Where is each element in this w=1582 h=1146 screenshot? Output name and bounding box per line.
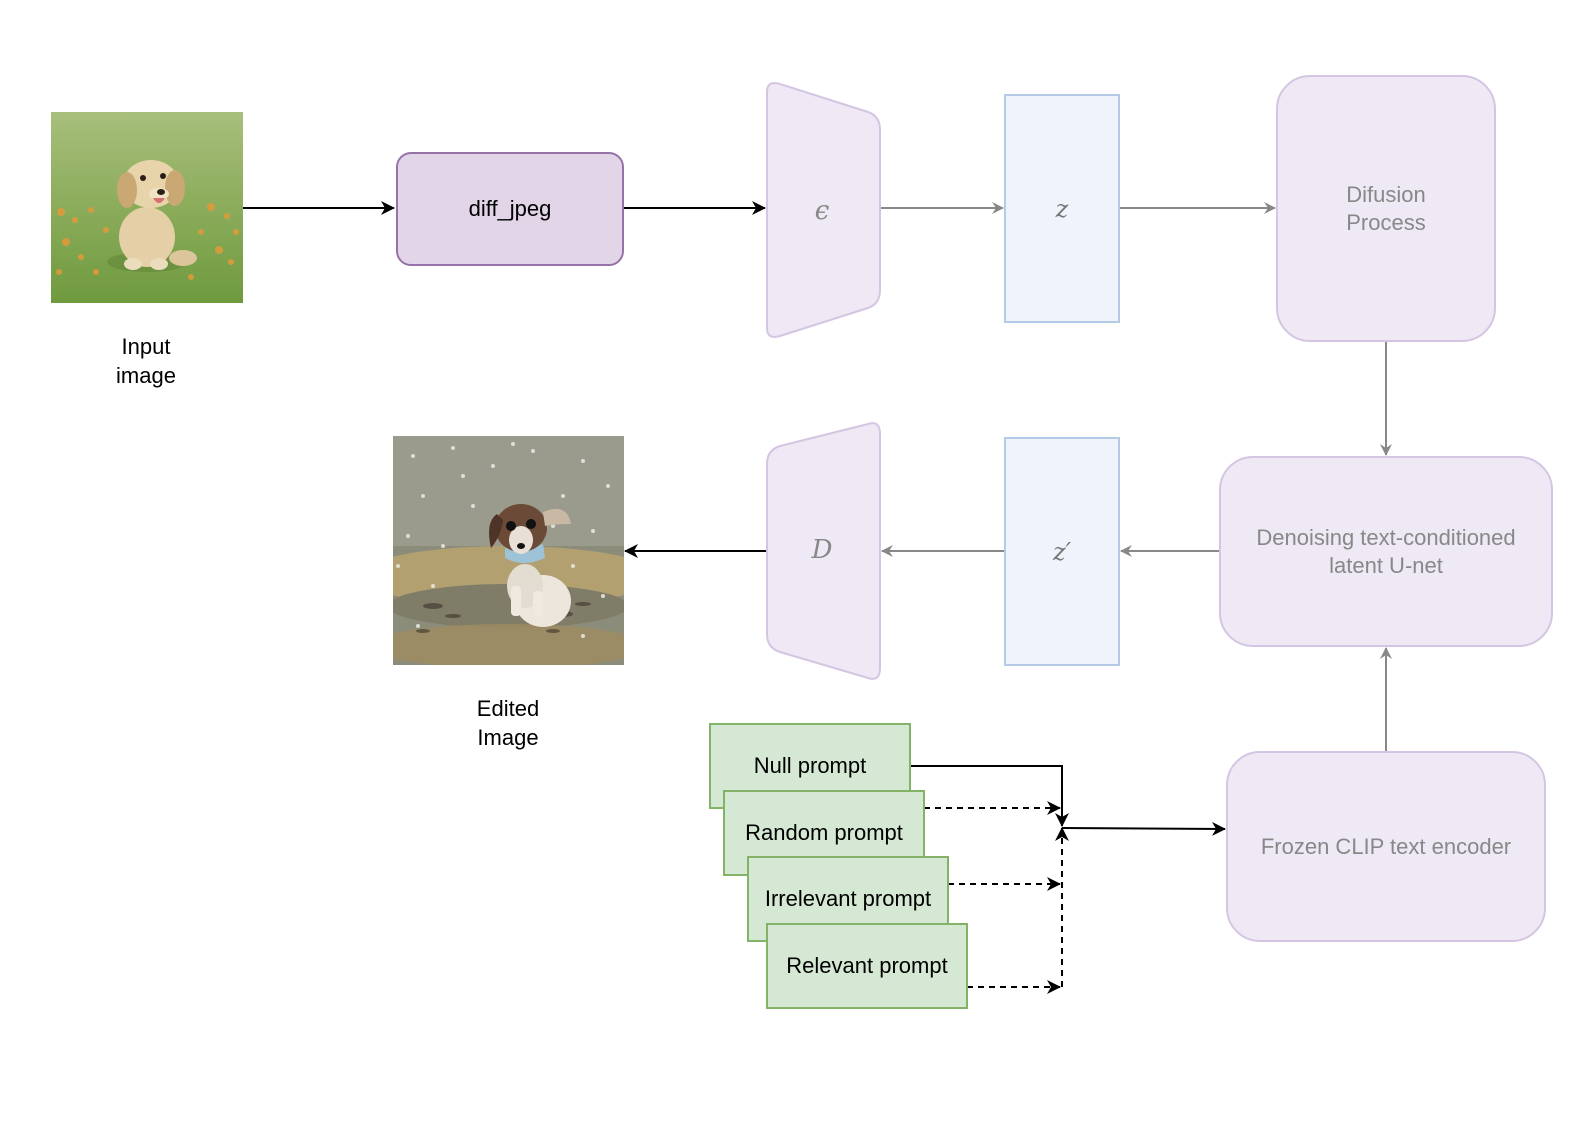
decoder-shape: [766, 422, 881, 680]
diffusion-line2: Process: [1346, 209, 1426, 235]
diff-jpeg-box: diff_jpeg: [396, 152, 624, 266]
diffusion-process-box: Difusion Process: [1276, 75, 1496, 342]
edited-image-caption: Edited Image: [428, 694, 588, 752]
unet-line1: Denoising text-conditioned: [1256, 524, 1516, 550]
latent-z-prime-box: z′: [1004, 437, 1120, 666]
encoder-symbol: ϵ: [814, 196, 830, 226]
latent-z-box: z: [1004, 94, 1120, 323]
edited-image: [393, 436, 624, 665]
encoder-shape: [766, 82, 881, 338]
edited-caption-line1: Edited: [476, 696, 540, 721]
input-image-caption: Input image: [66, 332, 226, 390]
relevant-prompt-card: Relevant prompt: [766, 923, 968, 1009]
input-caption-line2: image: [116, 363, 176, 388]
diffusion-label: Difusion Process: [1346, 181, 1425, 237]
random-prompt-label: Random prompt: [745, 820, 903, 845]
edited-caption-line2: Image: [477, 725, 539, 750]
null-prompt-label: Null prompt: [753, 753, 867, 778]
diffusion-line1: Difusion: [1346, 181, 1426, 207]
clip-label: Frozen CLIP text encoder: [1260, 833, 1512, 859]
arrow-null-prompt: [910, 765, 1069, 827]
input-image: [51, 112, 243, 303]
latent-z-prime-symbol: z′: [1052, 537, 1072, 566]
clip-encoder-box: Frozen CLIP text encoder: [1226, 751, 1546, 942]
input-caption-line1: Input: [121, 334, 171, 359]
latent-z-symbol: z: [1055, 194, 1069, 223]
irrelevant-prompt-label: Irrelevant prompt: [764, 886, 932, 911]
unet-label: Denoising text-conditioned latent U-net: [1256, 524, 1515, 580]
unet-line2: latent U-net: [1329, 552, 1443, 578]
relevant-prompt-label: Relevant prompt: [786, 953, 948, 978]
arrow-merge-to-clip: [1061, 821, 1226, 836]
diff-jpeg-label: diff_jpeg: [468, 196, 552, 221]
decoder-symbol: D: [811, 535, 833, 565]
unet-box: Denoising text-conditioned latent U-net: [1219, 456, 1553, 647]
